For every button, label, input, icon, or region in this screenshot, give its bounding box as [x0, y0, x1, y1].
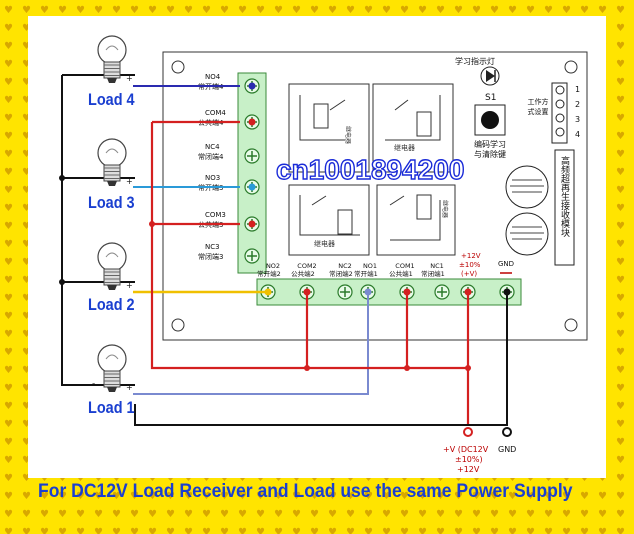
- relay: [376, 184, 456, 256]
- ground-wire: [134, 292, 508, 426]
- relay-label: 继电器: [314, 239, 335, 248]
- module-label: 高频超再生接收模块: [559, 155, 570, 238]
- terminal-code: NO3: [205, 174, 220, 182]
- terminal-screw: [244, 148, 260, 164]
- neutral-rail: [61, 75, 135, 386]
- lightbulb-icon: -+: [92, 242, 133, 290]
- svg-text:+: +: [126, 177, 133, 186]
- load-label: Load 4: [88, 90, 135, 109]
- terminal-screw: [244, 78, 260, 94]
- mount-hole: [171, 60, 185, 74]
- lightbulb-icon: -+: [92, 344, 133, 392]
- terminal-name: 公共端2: [291, 269, 315, 278]
- terminal-name: 公共端1: [389, 269, 413, 278]
- terminal-name: 常闭端3: [198, 252, 223, 261]
- terminal-screw: [260, 284, 276, 300]
- terminal-code: NC3: [205, 243, 220, 251]
- terminal-code: NO2: [266, 262, 280, 270]
- terminal-code: NC2: [338, 262, 352, 270]
- terminal-code: NO1: [363, 262, 377, 270]
- terminal-screw: [337, 284, 353, 300]
- svg-text:+: +: [126, 281, 133, 290]
- gnd-bottom-label: GND: [498, 445, 516, 454]
- left-terminal-block: [237, 72, 267, 274]
- svg-text:+: +: [126, 383, 133, 392]
- relay: [288, 83, 370, 173]
- svg-text:-: -: [92, 173, 95, 183]
- switch-button-icon: [481, 111, 499, 129]
- svg-text:-: -: [92, 379, 95, 389]
- watermark: cn1001894200: [275, 153, 465, 185]
- terminal-code: NC4: [205, 143, 220, 151]
- terminal-name: 常开端1: [354, 269, 378, 278]
- jumper-number: 4: [575, 130, 580, 139]
- mount-hole: [564, 318, 578, 332]
- terminal-code: COM2: [297, 262, 316, 270]
- svg-text:-: -: [92, 70, 95, 80]
- power-terminal-label: (+V): [461, 270, 477, 278]
- svg-text:+: +: [126, 74, 133, 83]
- terminal-code: NC1: [430, 262, 444, 270]
- terminal-name: 常开端2: [257, 269, 281, 278]
- terminal-screw: [244, 179, 260, 195]
- jumper-number: 1: [575, 85, 580, 94]
- capacitor-icon: [505, 212, 549, 256]
- relay-label: 继电器: [394, 143, 415, 152]
- bottom-terminal-block: [256, 278, 522, 306]
- gnd-terminal-label: GND: [498, 260, 514, 268]
- jumper-number: 3: [575, 115, 580, 124]
- load-label: Load 2: [88, 295, 135, 314]
- lightbulb-icon: -+: [92, 138, 133, 186]
- supply-label: ±10%): [455, 455, 483, 464]
- terminal-screw: [244, 248, 260, 264]
- switch-label: S1: [485, 93, 496, 103]
- lightbulb-icon: -+: [92, 35, 133, 83]
- power-terminal-label: ±10%: [459, 261, 481, 269]
- terminal-code: COM1: [395, 262, 414, 270]
- indicator-label: 学习指示灯: [455, 56, 495, 66]
- work-mode-text: 式设置: [528, 107, 549, 116]
- supply-label: +V (DC12V: [443, 445, 489, 454]
- relay-label: 继电器: [344, 126, 352, 144]
- mount-hole: [171, 318, 185, 332]
- footer-caption: For DC12V Load Receiver and Load use the…: [38, 480, 573, 502]
- terminal-name: 常闭端4: [198, 152, 224, 161]
- relay: [288, 184, 370, 256]
- work-mode-text: 工作方: [528, 97, 549, 106]
- load-label: Load 3: [88, 193, 135, 212]
- terminal-code: COM4: [205, 109, 226, 117]
- relay-label: 继电器: [441, 200, 449, 218]
- supply-label: +12V: [457, 465, 480, 474]
- terminal-screw: [244, 114, 260, 130]
- terminal-screw: [244, 216, 260, 232]
- terminal-name: 常闭端1: [421, 269, 445, 278]
- mount-hole: [564, 60, 578, 74]
- relay: [372, 83, 454, 173]
- switch-caption: 编码学习: [474, 139, 506, 149]
- capacitor-icon: [505, 165, 549, 209]
- jumper-number: 2: [575, 100, 580, 109]
- power-terminal-label: +12V: [461, 252, 481, 260]
- terminal-screw: [434, 284, 450, 300]
- switch-caption: 与清除键: [474, 149, 506, 159]
- terminal-code: COM3: [205, 211, 226, 219]
- svg-text:-: -: [92, 277, 95, 287]
- terminal-code: NO4: [205, 73, 221, 81]
- terminal-name: 常闭端2: [329, 269, 353, 278]
- receiver-module: [554, 149, 575, 266]
- jumper-block: [551, 82, 568, 144]
- load-label: Load 1: [88, 398, 135, 417]
